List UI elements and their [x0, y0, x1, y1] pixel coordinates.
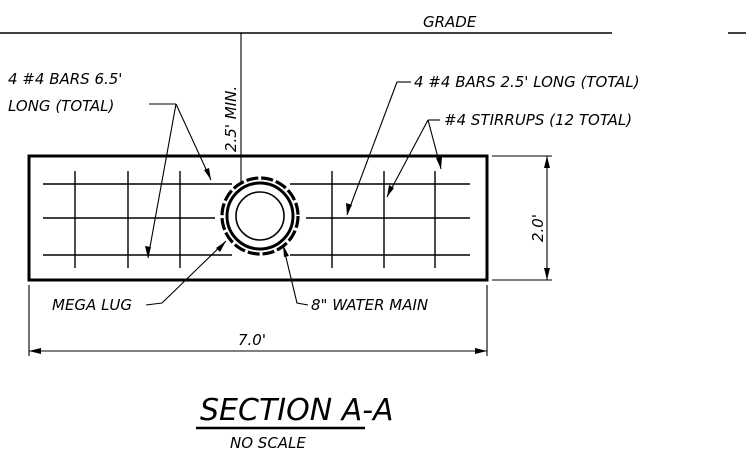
stirrups-label: #4 STIRRUPS (12 TOTAL)	[444, 111, 632, 129]
scale-note: NO SCALE	[230, 434, 306, 452]
right-bars-label: 4 #4 BARS 2.5' LONG (TOTAL)	[414, 73, 640, 91]
arrowhead	[544, 268, 550, 280]
left-rebar-group	[43, 171, 232, 268]
arrowhead	[145, 246, 151, 258]
water-main-pipe-inner	[235, 191, 285, 241]
cover-dimension-label: 2.5' MIN.	[222, 86, 240, 152]
arrowhead	[346, 203, 352, 215]
arrowhead	[387, 185, 394, 197]
left-bars-leader-b	[175, 103, 212, 181]
section-title: SECTION A-A	[200, 393, 394, 428]
mega-lug-ring	[220, 176, 300, 256]
mega-lug-leader	[145, 240, 227, 306]
arrowhead	[283, 245, 289, 257]
arrowhead	[216, 241, 226, 252]
arrowhead	[436, 157, 442, 169]
left-bars-label-line1: 4 #4 BARS 6.5'	[8, 70, 122, 88]
height-dimension-label: 2.0'	[529, 214, 547, 242]
arrowhead	[204, 168, 211, 180]
right-rebar-group	[290, 171, 470, 268]
arrowhead	[29, 348, 41, 354]
arrowhead	[544, 156, 550, 168]
left-bars-leader-a	[147, 103, 177, 259]
water-main-pipe-outer	[225, 181, 295, 251]
width-dimension-label: 7.0'	[238, 331, 266, 349]
right-bars-leader-a	[346, 81, 398, 216]
concrete-encasement	[27, 154, 489, 282]
arrowhead	[475, 348, 487, 354]
stirrups-leader-a	[386, 119, 429, 198]
mega-lug-label: MEGA LUG	[52, 296, 132, 314]
left-bars-label-line2: LONG (TOTAL)	[8, 97, 114, 115]
water-main-leader	[282, 244, 309, 306]
water-main-label: 8" WATER MAIN	[311, 296, 428, 314]
grade-label: GRADE	[423, 13, 477, 31]
